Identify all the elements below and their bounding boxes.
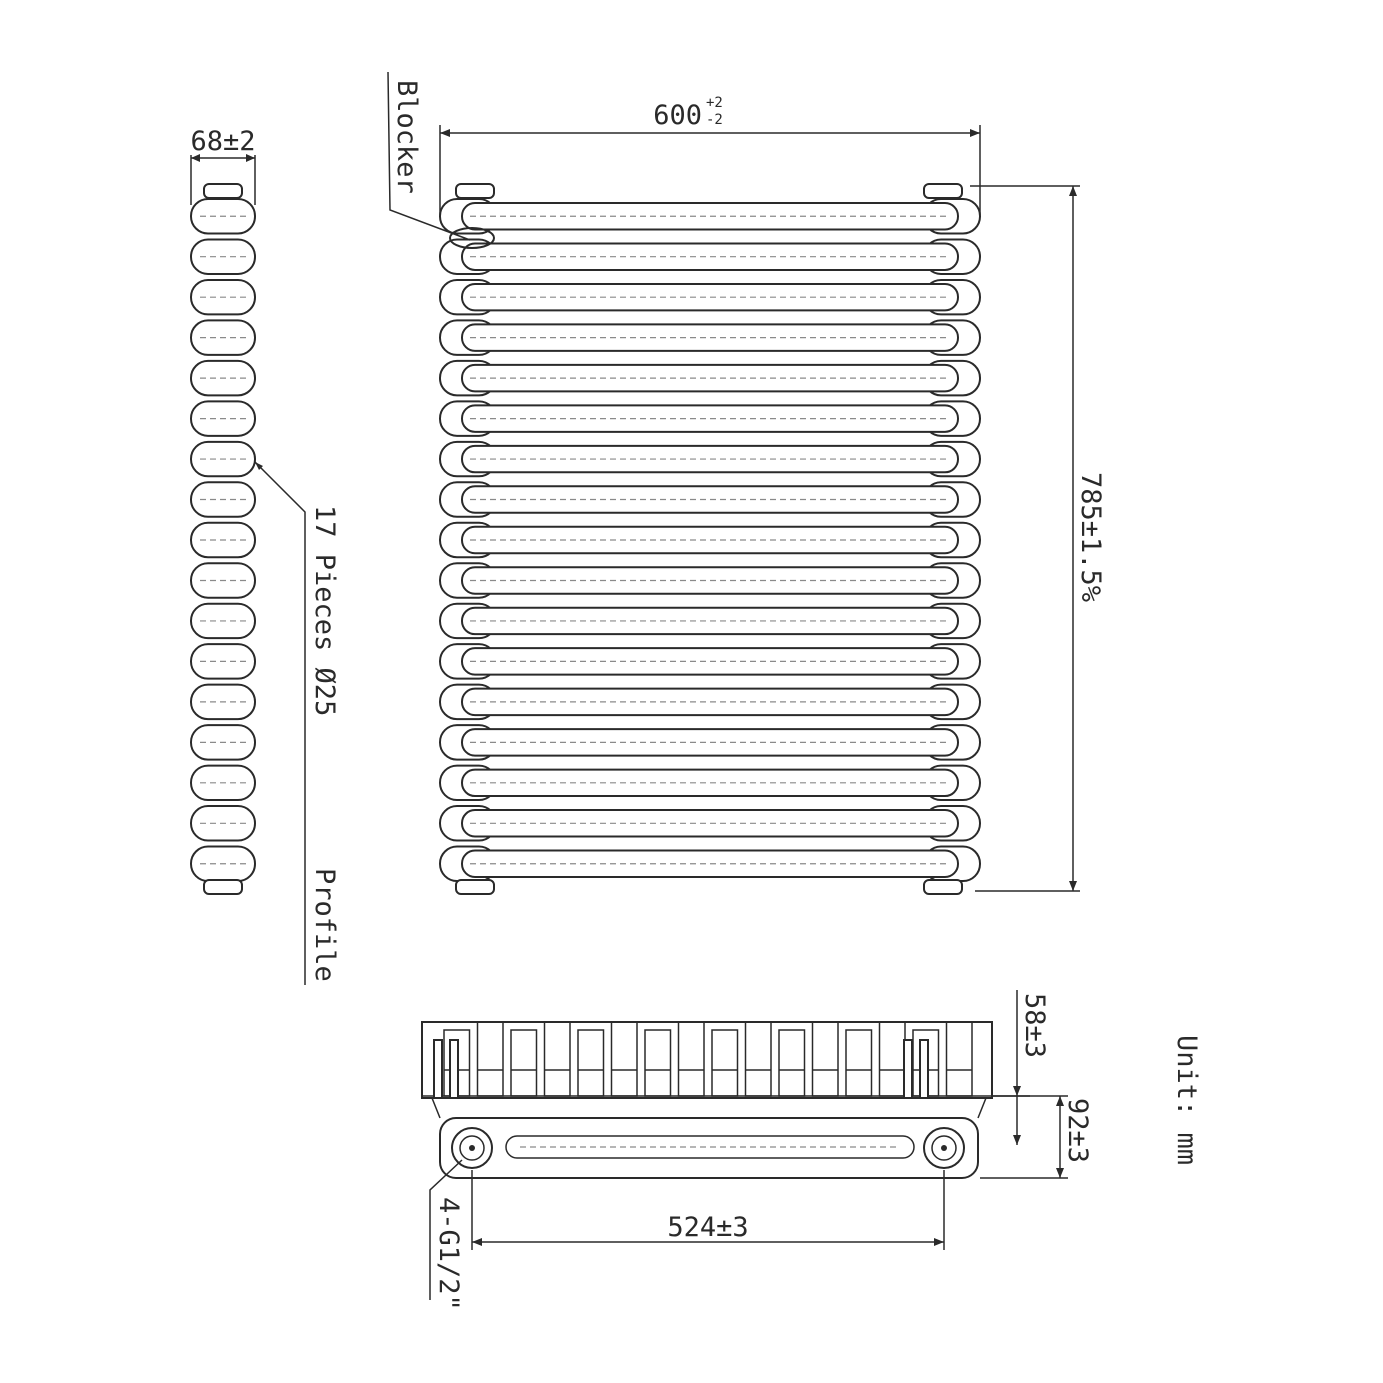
plan-fin <box>543 1021 571 1097</box>
front-top-right-cap <box>923 183 963 199</box>
blocker-label: Blocker <box>391 80 422 194</box>
pieces-leader <box>254 461 306 985</box>
profile-tube-stack <box>190 198 256 883</box>
right-connection <box>923 1127 965 1169</box>
profile-view: 68±2 17 Pieces Ø25 Profile <box>190 126 340 985</box>
front-bottom-left-cap <box>455 879 495 895</box>
left-valve-stems <box>433 1039 459 1099</box>
plan-fin <box>778 1029 806 1097</box>
plan-view: 4-G1/2" 524±3 58±3 92±3 <box>421 990 1093 1311</box>
width-tolerance-lower: -2 <box>706 112 723 128</box>
right-valve-stems <box>903 1039 929 1099</box>
profile-width-dimension: 68±2 <box>190 126 256 205</box>
front-top-left-cap <box>455 183 495 199</box>
width-tolerance-upper: +2 <box>706 95 723 111</box>
front-bottom-right-cap <box>923 879 963 895</box>
depth-92-label: 92±3 <box>1062 1098 1093 1163</box>
profile-width-label: 68±2 <box>190 126 255 157</box>
overall-width-dimension: 600 +2 -2 <box>439 95 981 215</box>
plan-fin <box>577 1029 605 1097</box>
overall-height-label: 785±1.5% <box>1075 472 1106 602</box>
depth-92-dimension: 92±3 <box>980 1095 1093 1179</box>
overall-width-label: 600 <box>653 100 702 131</box>
plan-fin <box>845 1029 873 1097</box>
connections-label: 4-G1/2" <box>433 1197 464 1311</box>
plan-fin <box>644 1029 672 1097</box>
profile-label: Profile <box>309 868 340 982</box>
pieces-label: 17 Pieces Ø25 <box>309 505 340 716</box>
profile-bottom-cap <box>203 879 243 895</box>
plan-section-outline <box>421 1021 993 1099</box>
plan-section-fins <box>443 1021 973 1097</box>
centres-label: 524±3 <box>667 1212 748 1243</box>
front-horizontal-tubes <box>461 202 959 879</box>
front-view: Blocker 600 +2 -2 785±1.5% <box>387 71 1106 895</box>
depth-58-label: 58±3 <box>1019 993 1050 1058</box>
plan-slot <box>505 1135 915 1159</box>
plan-fin <box>711 1029 739 1097</box>
plan-fin <box>677 1021 705 1097</box>
plan-fin <box>945 1021 973 1097</box>
unit-label: Unit: mm <box>1171 1035 1202 1165</box>
plan-fin <box>476 1021 504 1097</box>
plan-fin <box>811 1021 839 1097</box>
depth-58-dimension: 58±3 <box>992 990 1050 1145</box>
overall-height-dimension: 785±1.5% <box>970 185 1106 892</box>
plan-fin <box>878 1021 906 1097</box>
blocker-plug <box>449 227 495 249</box>
plan-fin <box>610 1021 638 1097</box>
plan-fin <box>744 1021 772 1097</box>
connection-leader <box>429 1159 463 1300</box>
plan-fin <box>510 1029 538 1097</box>
left-connection <box>451 1127 493 1169</box>
centres-dimension: 524±3 <box>471 1170 945 1250</box>
profile-top-cap <box>203 183 243 199</box>
blocker-leader <box>387 71 471 241</box>
plan-lower-bar <box>439 1117 979 1179</box>
